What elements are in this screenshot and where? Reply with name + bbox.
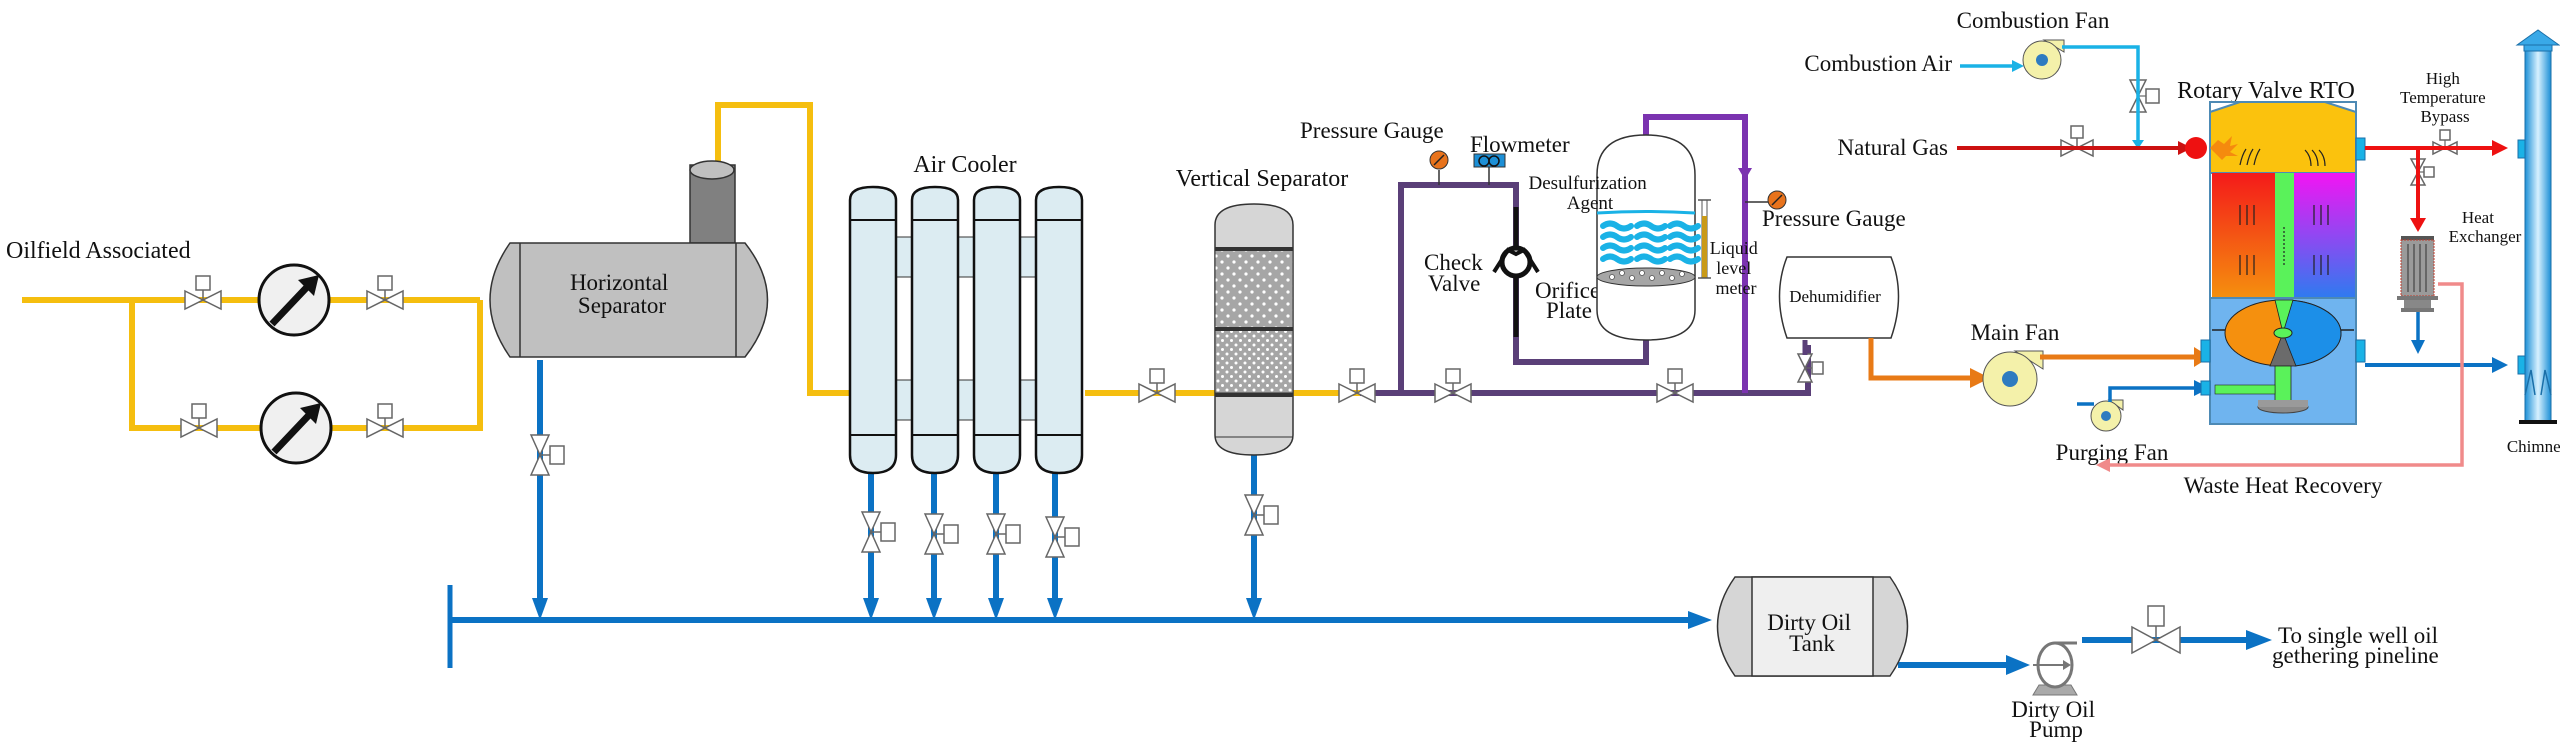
- valve-icon[interactable]: [2131, 605, 2181, 655]
- valve-icon[interactable]: [1243, 494, 1279, 536]
- valve-icon[interactable]: [366, 275, 404, 311]
- label-horizontal-separator: Horizontal Separator: [570, 270, 674, 318]
- label-natural-gas: Natural Gas: [1838, 135, 1949, 160]
- horizontal-separator[interactable]: Horizontal Separator: [489, 160, 769, 358]
- burner-icon: [2185, 137, 2207, 159]
- label-desulfurization-agent: Desulfurization Agent: [1529, 173, 1652, 214]
- valve-icon[interactable]: [2128, 79, 2160, 113]
- valve-icon[interactable]: [1434, 368, 1472, 404]
- label-dirty-oil-tank: Dirty Oil Tank: [1767, 610, 1856, 656]
- valve-icon[interactable]: [985, 513, 1021, 555]
- label-oilfield-associated: Oilfield Associated: [6, 238, 191, 264]
- cooler-tube: [848, 185, 898, 475]
- label-main-fan: Main Fan: [1971, 320, 2060, 345]
- valve-icon[interactable]: [366, 403, 404, 439]
- desulfurization-tower[interactable]: Desulfurization Agent: [1529, 134, 1701, 341]
- flow-meter-icon[interactable]: [259, 391, 333, 465]
- label-flowmeter: Flowmeter: [1470, 132, 1570, 157]
- valve-icon[interactable]: [1656, 368, 1694, 404]
- flow-arrows: [2239, 148, 2329, 275]
- valve-icon[interactable]: [1796, 353, 1824, 383]
- heat-exchanger-icon[interactable]: [2397, 236, 2438, 312]
- label-combustion-fan: Combustion Fan: [1957, 8, 2110, 33]
- label-waste-heat-recovery: Waste Heat Recovery: [2184, 473, 2383, 498]
- cooler-tube: [910, 185, 960, 475]
- label-dirty-oil-pump: Dirty Oil Pump: [2011, 697, 2100, 742]
- valve-icon[interactable]: [2409, 158, 2435, 186]
- vertical-valves: [529, 79, 2435, 558]
- label-combustion-air: Combustion Air: [1804, 51, 1952, 76]
- flowmeter-icon[interactable]: [1473, 153, 1506, 185]
- label-liquid-level-meter: Liquid level meter: [1710, 238, 1763, 298]
- label-pressure-gauge-2: Pressure Gauge: [1762, 206, 1906, 231]
- label-to-pipeline: To single well oil gethering pineline: [2272, 623, 2444, 668]
- label-vertical-separator: Vertical Separator: [1176, 166, 1349, 192]
- cooler-tube: [1034, 185, 1084, 475]
- label-chimney: Chimney: [2507, 437, 2560, 456]
- valve-icon[interactable]: [2060, 125, 2094, 158]
- label-air-cooler: Air Cooler: [913, 152, 1016, 178]
- valve-icon[interactable]: [2432, 129, 2458, 156]
- check-valve-icon[interactable]: [1492, 207, 1540, 337]
- label-purging-fan: Purging Fan: [2056, 440, 2169, 465]
- label-dehumidifier: Dehumidifier: [1789, 287, 1881, 306]
- rotary-valve-disc-icon: [2224, 299, 2342, 367]
- valve-icon[interactable]: [1138, 368, 1176, 404]
- flow-arrow-icon: [1738, 168, 1752, 180]
- chimney[interactable]: Chimney: [2507, 29, 2560, 456]
- valves: [180, 125, 2458, 655]
- valve-icon[interactable]: [184, 275, 222, 311]
- label-pressure-gauge-1: Pressure Gauge: [1300, 118, 1444, 143]
- label-rotary-valve-rto: Rotary Valve RTO: [2177, 78, 2355, 104]
- valve-icon[interactable]: [1338, 368, 1376, 404]
- valve-icon[interactable]: [923, 513, 959, 555]
- valve-icon[interactable]: [180, 403, 218, 439]
- rotary-valve-rto[interactable]: Rotary Valve RTO: [2177, 78, 2366, 425]
- liquid-level-meter-icon: [1698, 199, 1711, 279]
- air-cooler[interactable]: Air Cooler: [848, 152, 1084, 475]
- label-check-valve: Check Valve: [1424, 250, 1489, 296]
- valve-icon[interactable]: [529, 434, 565, 476]
- main-fan-icon[interactable]: [1982, 350, 2044, 407]
- vertical-separator[interactable]: Vertical Separator: [1176, 166, 1349, 456]
- dehumidifier[interactable]: Dehumidifier: [1778, 256, 1900, 339]
- pressure-gauge-icon[interactable]: [1767, 190, 1787, 210]
- flame-icon: [2210, 136, 2238, 160]
- cooler-tube: [972, 185, 1022, 475]
- dirty-oil-pump-icon[interactable]: [2032, 641, 2078, 696]
- label-orifice-plate: Orifice Plate: [1535, 278, 1606, 323]
- liquid-waves: [1600, 220, 1701, 265]
- flow-meter-icon[interactable]: [257, 263, 331, 337]
- label-heat-exchanger: Heat Exchanger: [2449, 208, 2522, 246]
- valve-icon[interactable]: [1044, 516, 1080, 558]
- purging-fan-icon[interactable]: [2090, 399, 2124, 432]
- label-high-temperature-bypass: High Temperature Bypass: [2400, 69, 2490, 126]
- pressure-gauge-icon[interactable]: [1429, 150, 1449, 185]
- valve-icon[interactable]: [860, 511, 896, 553]
- oil-drain-pipeline: [447, 360, 2272, 675]
- dirty-oil-tank[interactable]: Dirty Oil Tank: [1716, 576, 1909, 677]
- combustion-fan-icon[interactable]: [2022, 39, 2065, 80]
